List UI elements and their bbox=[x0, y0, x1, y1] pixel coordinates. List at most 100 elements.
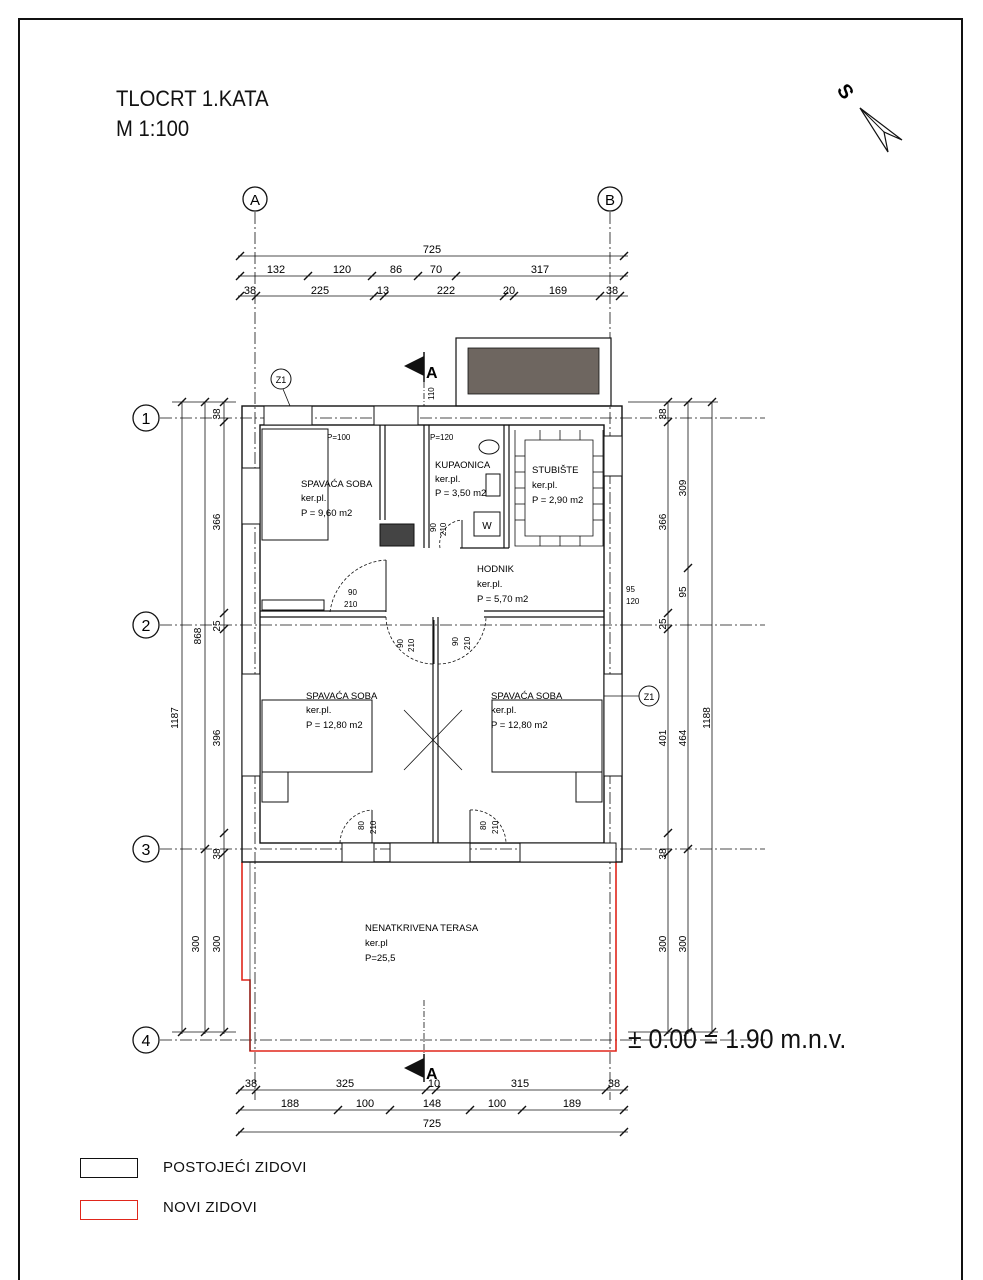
interior-walls bbox=[260, 425, 604, 843]
dim-top-r2-7: 38 bbox=[606, 285, 618, 297]
svg-text:A: A bbox=[250, 192, 260, 209]
dim-left-2: 366 bbox=[212, 513, 223, 530]
dim-bottom-1: 38 bbox=[245, 1078, 257, 1090]
svg-text:80: 80 bbox=[479, 821, 488, 830]
svg-text:ker.pl: ker.pl bbox=[365, 938, 388, 949]
svg-text:P = 2,90 m2: P = 2,90 m2 bbox=[532, 495, 583, 506]
room-bedroom-1: SPAVAĆA SOBA ker.pl. P = 9,60 m2 bbox=[301, 479, 373, 519]
svg-text:P = 12,80 m2: P = 12,80 m2 bbox=[491, 720, 548, 731]
room-bathroom: KUPAONICA ker.pl. P = 3,50 m2 bbox=[435, 460, 491, 499]
dim-right-1: 38 bbox=[658, 408, 669, 420]
left-dimension-lines bbox=[172, 397, 236, 1037]
dim-bottom-5: 38 bbox=[608, 1078, 620, 1090]
dim-bottom-3: 10 bbox=[428, 1078, 440, 1090]
dim-bottom-4: 315 bbox=[511, 1078, 529, 1090]
svg-text:P=25,5: P=25,5 bbox=[365, 953, 395, 964]
sink-icon bbox=[485, 473, 501, 497]
svg-text:110: 110 bbox=[427, 387, 436, 400]
top-dimension-labels: 725 132 120 86 70 317 38 225 13 222 20 1… bbox=[244, 244, 618, 297]
svg-text:Z1: Z1 bbox=[644, 692, 655, 702]
svg-text:210: 210 bbox=[369, 820, 378, 834]
dim-top-2: 120 bbox=[333, 264, 351, 276]
dim-bottom-total: 725 bbox=[423, 1118, 441, 1130]
windows bbox=[241, 405, 623, 863]
dim-right-2: 366 bbox=[658, 513, 669, 530]
svg-text:P = 12,80 m2: P = 12,80 m2 bbox=[306, 720, 363, 731]
washer-label: W bbox=[482, 521, 492, 532]
room-hallway: HODNIK ker.pl. P = 5,70 m2 bbox=[477, 564, 528, 605]
svg-text:90: 90 bbox=[429, 523, 438, 532]
svg-text:ker.pl.: ker.pl. bbox=[532, 480, 557, 491]
opening-labels: P=100 P=120 90 210 90 210 90 210 80 210 … bbox=[327, 387, 640, 834]
drawing-title: TLOCRT 1.KATA M 1:100 bbox=[116, 84, 269, 144]
dim-left-6: 300 bbox=[191, 935, 202, 952]
svg-text:SPAVAĆA SOBA: SPAVAĆA SOBA bbox=[301, 479, 373, 490]
dim-left-3: 25 bbox=[212, 620, 223, 632]
room-bedroom-3: SPAVAĆA SOBA ker.pl. P = 12,80 m2 bbox=[491, 691, 563, 731]
section-marker-bottom: A bbox=[404, 1000, 438, 1083]
svg-text:3: 3 bbox=[142, 842, 151, 859]
washer-icon bbox=[473, 511, 501, 537]
dim-right-mid2: 464 bbox=[678, 729, 689, 746]
void-cross bbox=[403, 709, 463, 771]
dim-right-3: 95 bbox=[678, 586, 689, 598]
dim-top-3: 86 bbox=[390, 264, 402, 276]
grid-axis-2: 2 bbox=[132, 611, 160, 639]
svg-text:A: A bbox=[426, 365, 438, 382]
svg-text:210: 210 bbox=[344, 600, 358, 609]
dim-bottom-r2-5: 189 bbox=[563, 1098, 581, 1110]
svg-text:210: 210 bbox=[407, 638, 416, 652]
svg-text:B: B bbox=[605, 192, 615, 209]
svg-text:SPAVAĆA SOBA: SPAVAĆA SOBA bbox=[491, 691, 563, 702]
svg-text:120: 120 bbox=[626, 597, 640, 606]
grid-axis-b: B bbox=[597, 186, 623, 212]
dim-left-4: 396 bbox=[212, 729, 223, 746]
svg-text:1: 1 bbox=[142, 411, 151, 428]
dim-top-r2-1: 38 bbox=[244, 285, 256, 297]
room-labels: SPAVAĆA SOBA ker.pl. P = 9,60 m2 KUPAONI… bbox=[301, 460, 583, 964]
dim-right-mid1: 309 bbox=[678, 479, 689, 496]
top-dimension-lines bbox=[235, 251, 629, 301]
svg-text:KUPAONICA: KUPAONICA bbox=[435, 460, 491, 471]
svg-text:NENATKRIVENA TERASA: NENATKRIVENA TERASA bbox=[365, 923, 479, 934]
svg-text:STUBIŠTE: STUBIŠTE bbox=[532, 465, 578, 476]
svg-text:A: A bbox=[426, 1066, 438, 1083]
svg-text:HODNIK: HODNIK bbox=[477, 564, 515, 575]
furniture bbox=[261, 428, 603, 803]
right-dimension-lines bbox=[628, 397, 718, 1037]
svg-text:P = 5,70 m2: P = 5,70 m2 bbox=[477, 594, 528, 605]
svg-text:90: 90 bbox=[396, 639, 405, 648]
north-label: S bbox=[832, 80, 858, 104]
title-line-1: TLOCRT 1.KATA bbox=[116, 86, 269, 111]
door-leaves bbox=[371, 520, 471, 843]
dim-right-7: 300 bbox=[658, 935, 669, 952]
svg-text:P=120: P=120 bbox=[430, 433, 454, 442]
elevation-note: ± 0.00 = 1.90 m.n.v. bbox=[628, 1024, 847, 1054]
dim-top-r2-3: 13 bbox=[377, 285, 389, 297]
grid-axis-3: 3 bbox=[132, 835, 160, 863]
left-dimension-labels: 1187 868 38 366 25 396 38 300 300 bbox=[170, 408, 223, 952]
dim-bottom-2: 325 bbox=[336, 1078, 354, 1090]
dim-right-6: 38 bbox=[658, 848, 669, 860]
north-arrow-icon: S bbox=[832, 80, 903, 153]
dim-top-total: 725 bbox=[423, 244, 441, 256]
svg-text:80: 80 bbox=[357, 821, 366, 830]
room-bedroom-2: SPAVAĆA SOBA ker.pl. P = 12,80 m2 bbox=[306, 691, 378, 731]
dim-right-5: 401 bbox=[658, 729, 669, 746]
chimney-shaft bbox=[379, 523, 415, 547]
svg-text:Z1: Z1 bbox=[276, 375, 287, 385]
svg-text:95: 95 bbox=[626, 585, 635, 594]
legend-existing-walls-swatch bbox=[80, 1158, 138, 1178]
room-terrace: NENATKRIVENA TERASA ker.pl P=25,5 bbox=[365, 923, 479, 964]
dim-left-total: 1187 bbox=[170, 707, 181, 729]
svg-text:ker.pl.: ker.pl. bbox=[306, 705, 331, 716]
svg-text:ker.pl.: ker.pl. bbox=[435, 474, 460, 485]
skylight-box bbox=[455, 337, 612, 407]
svg-text:4: 4 bbox=[142, 1033, 151, 1050]
legend-new-walls-label: NOVI ZIDOVI bbox=[163, 1199, 258, 1216]
svg-text:SPAVAĆA SOBA: SPAVAĆA SOBA bbox=[306, 691, 378, 702]
svg-text:P=100: P=100 bbox=[327, 433, 351, 442]
svg-text:ker.pl.: ker.pl. bbox=[301, 493, 326, 504]
legend-new-walls-swatch bbox=[80, 1200, 138, 1220]
dim-top-r2-5: 20 bbox=[503, 285, 515, 297]
